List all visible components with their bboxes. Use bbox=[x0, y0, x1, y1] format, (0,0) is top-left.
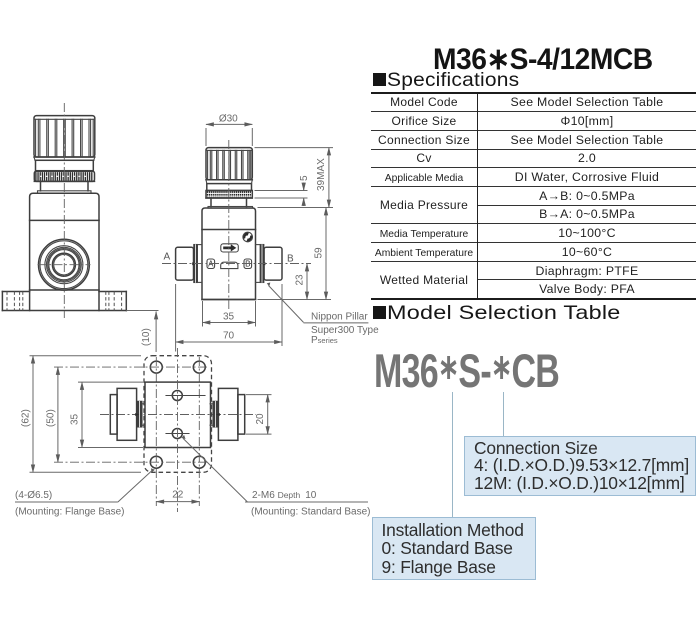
svg-text:Super300 Type: Super300 Type bbox=[311, 325, 379, 336]
svg-text:Nippon Pillar: Nippon Pillar bbox=[311, 312, 368, 323]
svg-text:2-M6 Depth 10: 2-M6 Depth 10 bbox=[252, 490, 317, 501]
svg-text:Ø30: Ø30 bbox=[219, 114, 238, 125]
svg-text:(Mounting: Flange Base): (Mounting: Flange Base) bbox=[15, 507, 125, 518]
svg-text:20: 20 bbox=[255, 413, 266, 425]
svg-text:A: A bbox=[163, 252, 170, 263]
svg-text:(10): (10) bbox=[141, 328, 152, 346]
svg-text:70: 70 bbox=[223, 331, 235, 342]
svg-text:35: 35 bbox=[70, 413, 81, 425]
svg-text:(50): (50) bbox=[46, 409, 57, 427]
svg-text:(Mounting: Standard Base): (Mounting: Standard Base) bbox=[251, 507, 371, 518]
svg-text:B: B bbox=[287, 254, 294, 265]
svg-text:23: 23 bbox=[295, 274, 306, 286]
svg-text:22: 22 bbox=[172, 490, 184, 501]
svg-text:39MAX: 39MAX bbox=[316, 158, 327, 191]
svg-text:5: 5 bbox=[299, 175, 310, 181]
svg-text:(62): (62) bbox=[21, 409, 32, 427]
svg-text:Pseries: Pseries bbox=[311, 335, 338, 346]
svg-text:59: 59 bbox=[314, 247, 325, 259]
svg-text:(4-Ø6.5): (4-Ø6.5) bbox=[15, 490, 52, 501]
svg-text:35: 35 bbox=[223, 312, 235, 323]
